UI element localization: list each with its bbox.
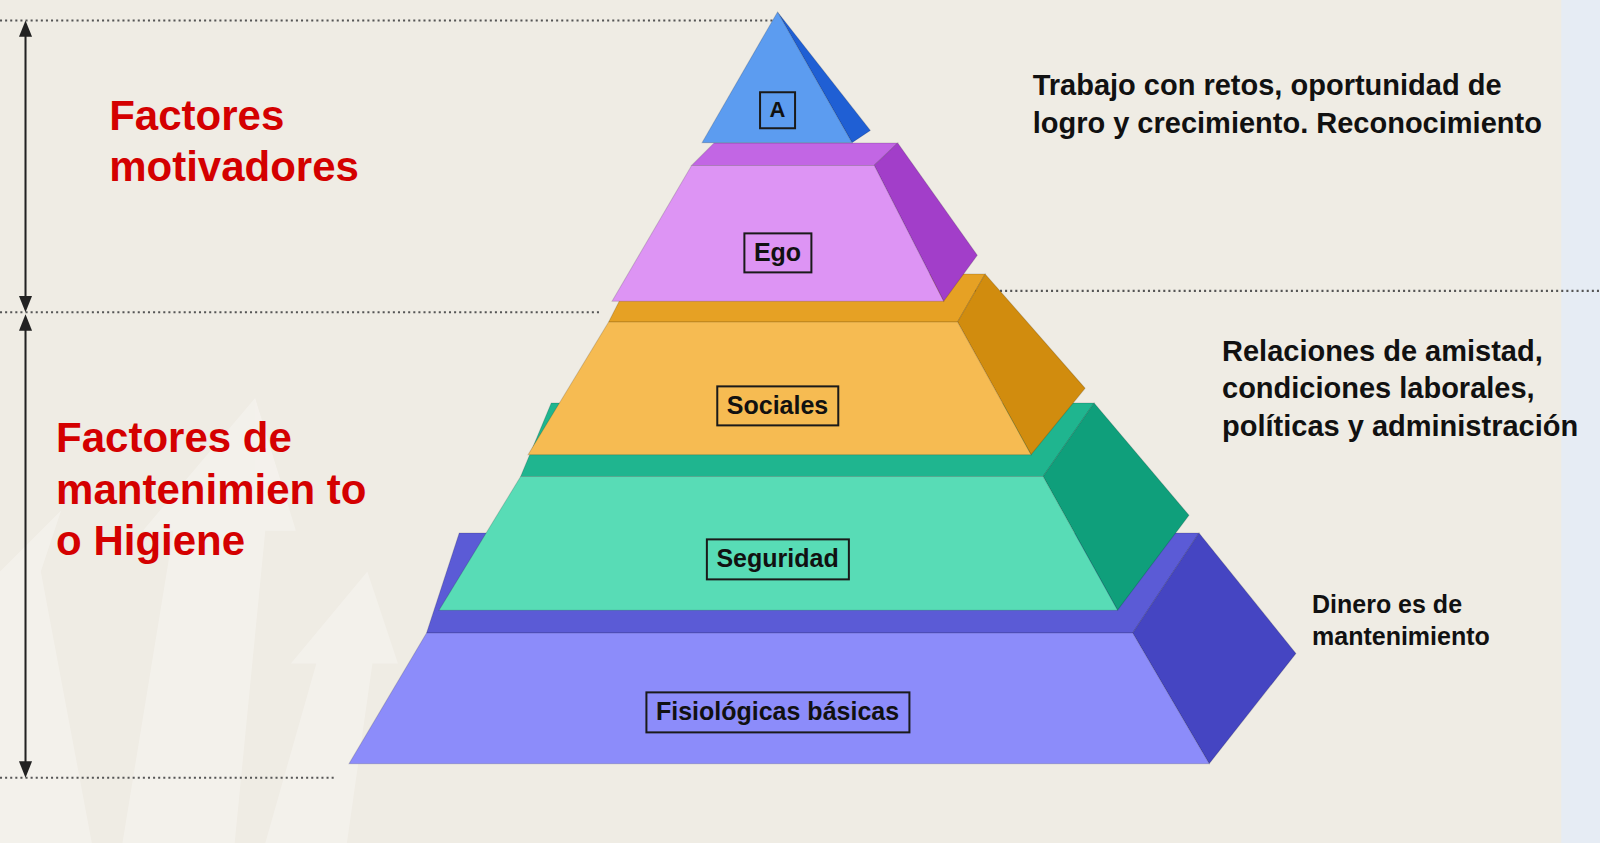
pyramid-face (612, 165, 944, 301)
pyramid-face (427, 533, 1199, 633)
pyramid-face (692, 143, 898, 165)
pyramid-face (528, 321, 1031, 454)
level-label: Fisiológicas básicas (645, 692, 910, 733)
section-heading: Factores de mantenimien to o Higiene (56, 412, 401, 566)
annotation: Trabajo con retos, oportunidad de logro … (1033, 67, 1553, 142)
pyramid-face (349, 633, 1209, 764)
arrow-watermark (0, 398, 398, 843)
annotation: Relaciones de amistad, condiciones labor… (1222, 333, 1592, 446)
pyramid-face (439, 477, 1118, 611)
level-label: Ego (743, 232, 812, 273)
pyramid-level: A (702, 12, 870, 143)
range-arrow (24, 29, 26, 770)
section-heading: Factores motivadores (109, 90, 449, 192)
level-label: Seguridad (705, 539, 849, 580)
pyramid-face (702, 12, 852, 143)
level-label: Sociales (716, 386, 839, 427)
level-label: A (759, 91, 797, 129)
level-shape (612, 143, 977, 301)
pyramid-face (608, 274, 985, 322)
pyramid-face (520, 403, 1093, 476)
pyramid-level: Ego (612, 143, 977, 301)
annotation: Dinero es de mantenimiento (1312, 588, 1592, 653)
